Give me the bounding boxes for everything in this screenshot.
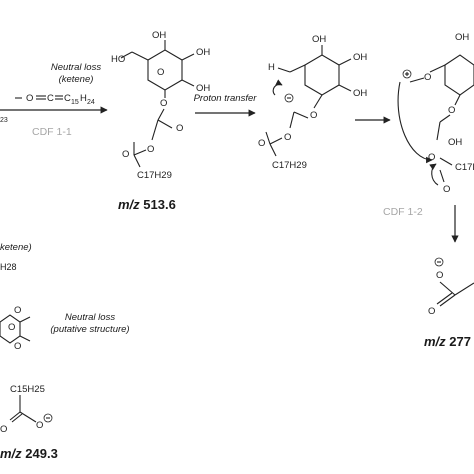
intermediate-oh-right2: OH	[353, 88, 367, 99]
partial-subscript-23: 23	[0, 117, 8, 124]
oh-group-right2: OH	[196, 83, 210, 94]
ester-oxygen: O	[147, 144, 154, 155]
glycosidic-oxygen: O	[160, 98, 167, 109]
carboxylate-oxygen-2: O	[428, 306, 435, 317]
mz-513-label: m/z 513.6	[118, 197, 176, 212]
intermediate-carbonyl-oxygen: O	[258, 138, 265, 149]
ketone-oxygen: O	[176, 123, 183, 134]
ketene-oxygen: O	[26, 93, 33, 104]
ketene-h: H	[80, 93, 87, 104]
neutral-loss-ketene-note: Neutral loss (ketene)	[40, 62, 112, 86]
partial-h28-label: H28	[0, 262, 17, 272]
intermediate-structure: H OH OH OH O O O C17H29	[258, 34, 367, 171]
fragment-oxygen: O	[8, 322, 15, 333]
intermediate-oh-top: OH	[312, 34, 326, 45]
mz-277-value: 277	[449, 334, 471, 349]
intermediate-h: H	[268, 62, 275, 73]
oh-group-top: OH	[152, 30, 166, 41]
carbonyl-oxygen-1: O	[122, 149, 129, 160]
neutral-loss-putative-text: Neutral loss	[64, 312, 116, 323]
macrocycle-structure: OH O O OH O C17H O	[397, 32, 474, 195]
c17h-chain-3: C17H	[455, 162, 474, 173]
ring-oxygen: O	[157, 67, 164, 78]
ketene-c: C	[47, 93, 54, 104]
c15h25-chain: C15H25	[10, 384, 45, 395]
mz-513-value: 513.6	[143, 197, 176, 212]
cdf-1-1-label: CDF 1-1	[32, 126, 72, 138]
macrocycle-oh-2: OH	[448, 137, 462, 148]
ketene-sub-15: 15	[71, 99, 79, 106]
ketene-text: (ketene)	[58, 74, 94, 85]
c17h29-chain-2: C17H29	[272, 160, 307, 171]
carboxylate-oxygen-1: O	[436, 270, 443, 281]
macrocycle-carbonyl-oxygen: O	[443, 184, 450, 195]
mz-513-prefix: m/z	[118, 197, 140, 212]
mz-277-prefix: m/z	[424, 334, 446, 349]
mz-249-label: m/z 249.3	[0, 446, 58, 461]
anion-charge	[284, 93, 294, 103]
product-513-structure: HO OH OH OH O O O O O C17H29	[111, 30, 210, 181]
carboxylate-oxygen-249b: O	[36, 420, 43, 431]
c17h29-chain-1: C17H29	[137, 170, 172, 181]
ketene-fragment: O C C 15 H 24 23	[0, 93, 95, 124]
fragment-oxygen-3: O	[14, 341, 21, 352]
macrocycle-oxygen-2: O	[448, 105, 455, 116]
carboxylate-oxygen-249a: O	[0, 424, 7, 435]
mz-249-value: 249.3	[25, 446, 58, 461]
putative-neutral-fragment: O O O	[0, 305, 31, 352]
product-249-structure: C15H25 O O	[0, 384, 53, 435]
nucleophilic-curved-arrow	[397, 81, 433, 164]
cdf-1-2-label: CDF 1-2	[383, 206, 423, 218]
macrocycle-oh-top: OH	[455, 32, 469, 43]
oh-group-right1: OH	[196, 47, 210, 58]
proton-transfer-label: Proton transfer	[193, 93, 257, 104]
proton-curved-arrow	[272, 79, 283, 96]
ho-group-1: HO	[111, 54, 125, 65]
ketene-sub-24: 24	[87, 99, 95, 106]
neutral-loss-text: Neutral loss	[50, 62, 102, 73]
intermediate-oh-right1: OH	[353, 52, 367, 63]
anion-charge-2	[434, 257, 444, 267]
electron-curved-arrow	[429, 163, 439, 186]
macrocycle-plus	[402, 69, 412, 79]
intermediate-ester-oxygen: O	[284, 132, 291, 143]
fragment-oxygen-2: O	[14, 305, 21, 316]
mz-249-prefix: m/z	[0, 446, 22, 461]
intermediate-oxygen: O	[310, 110, 317, 121]
macrocycle-ester-oxygen: O	[428, 152, 435, 163]
putative-structure-text: (putative structure)	[50, 324, 130, 335]
neutral-loss-putative-note: Neutral loss (putative structure)	[44, 312, 136, 336]
ketene-c2: C	[64, 93, 71, 104]
mz-277-label: m/z 277	[424, 334, 471, 349]
macrocycle-oxygen-1: O	[424, 72, 431, 83]
product-277-structure: O O	[428, 257, 474, 317]
ketene-partial-label: ketene)	[0, 242, 32, 253]
anion-charge-3	[43, 413, 53, 423]
